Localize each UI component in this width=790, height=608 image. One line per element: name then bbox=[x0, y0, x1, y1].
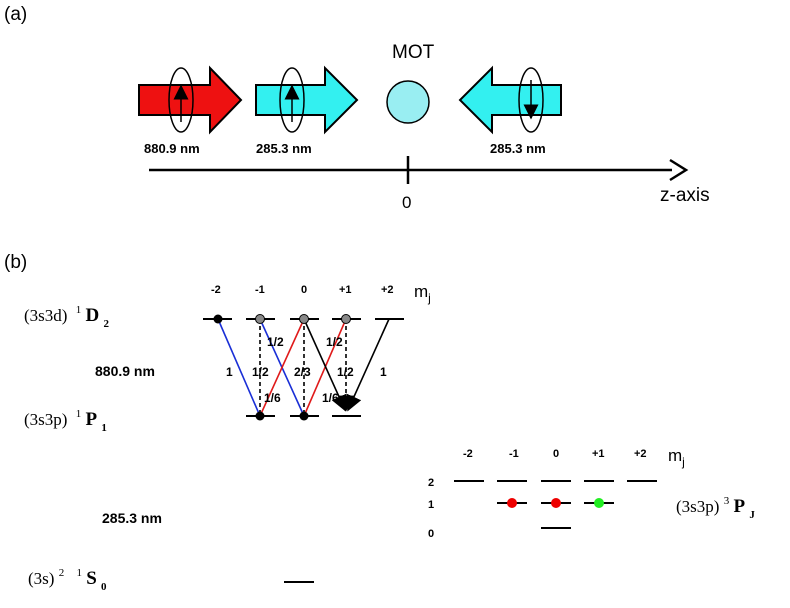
transition-black-p2-p1 bbox=[346, 318, 390, 412]
beam-285-left-wavelength: 285.3 nm bbox=[490, 141, 546, 156]
ratio-m1-top: 1/2 bbox=[267, 335, 284, 349]
mot-cloud bbox=[386, 80, 430, 124]
population-dot bbox=[255, 411, 265, 421]
mj-value-0: 0 bbox=[553, 448, 559, 460]
mj-value-p2: +2 bbox=[634, 448, 647, 460]
polarization-loop bbox=[518, 67, 544, 133]
beam-285-right bbox=[255, 65, 359, 135]
wavelength-880-label: 880.9 nm bbox=[95, 363, 155, 379]
z-axis-label: z-axis bbox=[660, 185, 710, 206]
mj-value-m1: -1 bbox=[255, 284, 265, 296]
ratio-p1-bottom: 1/2 bbox=[337, 365, 354, 379]
beam-285-left-arrow bbox=[458, 65, 562, 135]
beam-880-right bbox=[138, 65, 243, 135]
j-label-2: 2 bbox=[428, 477, 434, 489]
transition-black-0-p1 bbox=[303, 318, 347, 412]
ratio-center: 2/3 bbox=[294, 365, 311, 379]
mj-value-m2: -2 bbox=[463, 448, 473, 460]
mj-value-p1: +1 bbox=[592, 448, 605, 460]
origin-label: 0 bbox=[402, 193, 411, 212]
j-label-0: 0 bbox=[428, 528, 434, 540]
mj-value-0: 0 bbox=[301, 284, 307, 296]
z-axis-arrowhead-icon bbox=[669, 158, 689, 182]
ratio-right: 1 bbox=[380, 365, 387, 379]
beam-285-right-arrow bbox=[255, 65, 359, 135]
mj-value-m1: -1 bbox=[509, 448, 519, 460]
population-dot bbox=[341, 314, 351, 324]
ratio-low-left: 1/6 bbox=[264, 391, 281, 405]
polarization-loop bbox=[168, 67, 194, 133]
mot-label: MOT bbox=[392, 42, 435, 63]
state-1p1-label: (3s3p) 1 P 1 bbox=[24, 402, 107, 434]
ratio-blue-left: 1 bbox=[226, 365, 233, 379]
mj-header-bottom: -2 -1 0 +1 +2 mj bbox=[463, 446, 685, 469]
state-3pj-label: (3s3p) 3 P J bbox=[676, 489, 755, 521]
j-label-1: 1 bbox=[428, 499, 434, 511]
mj-symbol: mj bbox=[668, 446, 685, 469]
beam-880-arrow bbox=[138, 65, 243, 135]
ratio-m1-bottom: 1/2 bbox=[252, 365, 269, 379]
state-1d2-label: (3s3d) 1 D 2 bbox=[24, 298, 109, 330]
beam-880-wavelength: 880.9 nm bbox=[144, 141, 200, 156]
transition-red-0-m1 bbox=[259, 318, 305, 417]
ratio-low-right: 1/6 bbox=[322, 391, 339, 405]
panel-b-label: (b) bbox=[4, 252, 27, 273]
population-dot bbox=[255, 314, 265, 324]
population-dot-red bbox=[551, 498, 561, 508]
panel-a-label: (a) bbox=[4, 4, 27, 25]
population-dot-red bbox=[507, 498, 517, 508]
polarization-loop bbox=[279, 67, 305, 133]
mj-value-p2: +2 bbox=[381, 284, 394, 296]
population-dot bbox=[299, 411, 309, 421]
mj-value-m2: -2 bbox=[211, 284, 221, 296]
state-1s0-label: (3s) 2 1 S 0 bbox=[28, 561, 107, 593]
beam-285-right-wavelength: 285.3 nm bbox=[256, 141, 312, 156]
branching-ratios: 1 1/2 1/2 2/3 1/2 1/2 1 1/6 1/6 bbox=[226, 335, 387, 405]
population-dot-green bbox=[594, 498, 604, 508]
wavelength-285-label: 285.3 nm bbox=[102, 510, 162, 526]
population-dot bbox=[213, 314, 223, 324]
population-dot bbox=[299, 314, 309, 324]
mj-symbol: mj bbox=[414, 282, 431, 305]
beam-285-left bbox=[458, 65, 562, 135]
transition-blue-m2-m1 bbox=[217, 318, 261, 417]
ratio-p1-top: 1/2 bbox=[326, 335, 343, 349]
mj-value-p1: +1 bbox=[339, 284, 352, 296]
transitions bbox=[217, 318, 390, 417]
mj-header-top: -2 -1 0 +1 +2 mj bbox=[211, 282, 431, 305]
